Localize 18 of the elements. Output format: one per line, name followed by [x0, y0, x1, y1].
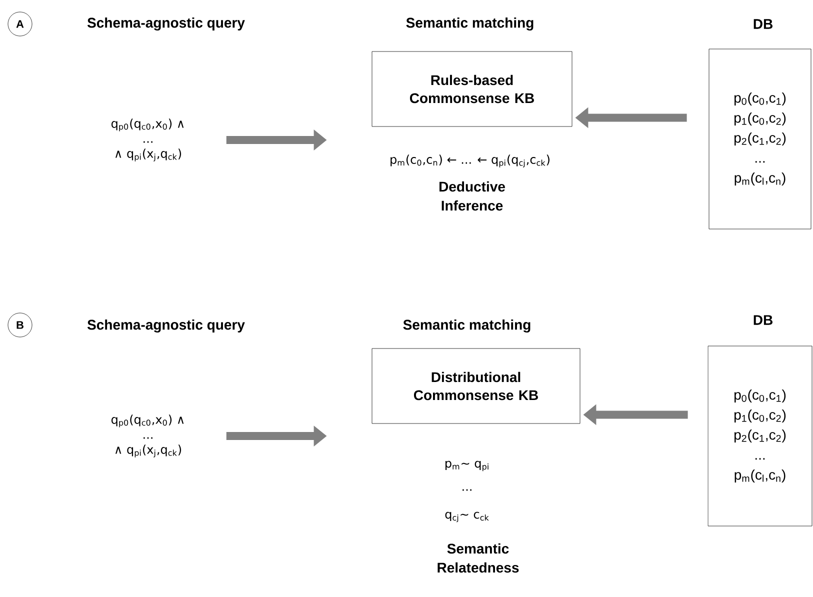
column-heading: Semantic matching [406, 17, 534, 31]
column-heading: DB [754, 19, 772, 29]
database-box: p$_{0}$(c$_{0}$,c$_{1}$) p$_{1}$(c$_{0}$,c$_{2}$) p$_{2}$(c$_{1}$,c$_{2}$) ... p$_{m}$(c$_{l}$,c$_{n}$) [708, 346, 812, 526]
method-label: Deductive Inference [440, 181, 505, 211]
method-label: Semantic Relatedness [438, 543, 519, 573]
column-heading: Schema-agnostic query [87, 17, 245, 31]
formula-text: q$_{cj}$~ c$_{ck}$ [445, 512, 489, 522]
query-formula: q$_{p0}$(q$_{c0}$,x$_{0}$) ∧ ... ∧ q$_{pi}$(x$_{j}$,q$_{ck}$) [111, 414, 184, 458]
column-heading: Schema-agnostic query [87, 319, 245, 333]
query-formula: q$_{p0}$(q$_{c0}$,x$_{0}$) ∧ ... ∧ q$_{pi}$(x$_{j}$,q$_{ck}$) [111, 118, 184, 162]
formula-text: ... [462, 489, 472, 491]
formula-text: p$_{m}$~ q$_{pi}$ [446, 460, 488, 472]
database-box: p$_{0}$(c$_{0}$,c$_{1}$) p$_{1}$(c$_{0}$,c$_{2}$) p$_{2}$(c$_{1}$,c$_{2}$) ... p$_{m}$(c$_{l}$,c$_{n}$) [708, 48, 812, 230]
knowledge-base-box: Rules-based Commonsense KB [372, 51, 572, 127]
column-heading: Semantic matching [403, 319, 530, 333]
column-heading: DB [754, 315, 772, 325]
knowledge-base-box: Distributional Commonsense KB [372, 348, 580, 424]
formula-text: p$_{m}$(c$_{0}$,c$_{n}$) ← ... ← q$_{pi}$(q$_{cj}$,c$_{ck}$) [390, 154, 550, 168]
